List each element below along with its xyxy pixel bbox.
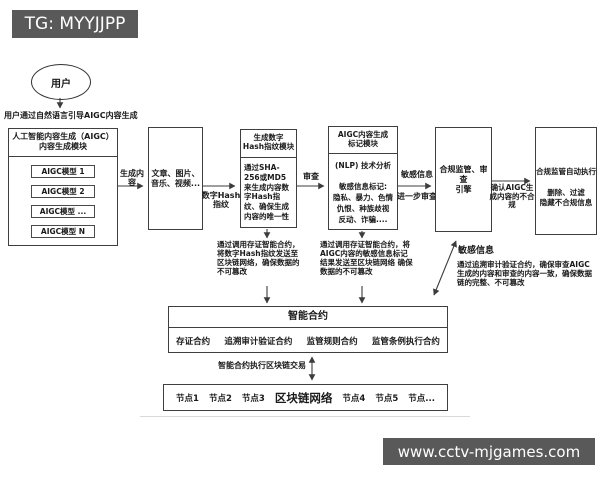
marking-nlp-line: (NLP) 技术分析: [334, 161, 392, 170]
contract-item-storage: 存证合约: [176, 336, 211, 347]
smart-contract-title: 智能合约: [169, 307, 447, 328]
aigc-module-title-line1: 人工智能内容生成（AIGC）: [12, 132, 114, 141]
label-further-review: 进一步审查: [397, 192, 437, 201]
user-caption: 用户通过自然语言引导AIGC内容生成: [4, 111, 138, 120]
user-node: 用户: [31, 64, 91, 100]
smart-contract-items: 存证合约 追溯审计验证合约 监管规则合约 监管条例执行合约: [169, 328, 447, 353]
node-3: 节点3: [241, 393, 265, 404]
label-digital-hash: 数字Hash指纹: [201, 191, 241, 210]
content-types-box: 文章、图片、音乐、视频...: [148, 127, 203, 230]
hash-module-box: 生成数字 Hash指纹模块 通过SHA-256或MD5 来生成内容数字Hash指…: [240, 129, 297, 228]
blockchain-network-title: 区块链网络: [274, 390, 333, 405]
marking-module-title: AIGC内容生成 标记模块: [329, 127, 397, 154]
enforce-line1: 合规监管自动执行: [536, 166, 596, 176]
audit-note-title: 敏感信息: [458, 246, 495, 256]
marking-module-body: (NLP) 技术分析 敏感信息标记: 隐私、暴力、色情 仇恨、种族歧视 反动、诈…: [329, 154, 397, 225]
store-note-right: 通过调用存证智能合约，将AIGC内容的敏感信息标记结果发送至区块链网络 确保数据…: [320, 240, 413, 276]
node-5: 节点5: [375, 393, 399, 404]
hash-module-title-line1: 生成数字: [253, 133, 284, 142]
content-types-text: 文章、图片、音乐、视频...: [150, 168, 201, 188]
marking-mark-line2: 仇恨、种族歧视: [336, 203, 390, 213]
audit-note-body: 通过追溯审计验证合约，确保审查AIGC生成的内容和审查的内容一致，确保数据链的完…: [457, 260, 592, 287]
aigc-model-1: AIGC模型 1: [31, 165, 95, 178]
aigc-model-n: AIGC模型 N: [31, 225, 95, 238]
hash-module-title-line2: Hash指纹模块: [242, 142, 295, 152]
enforce-line3: 隐藏不合规信息: [539, 198, 593, 208]
compliance-enforce-box: 合规监管自动执行 删除、过滤 隐藏不合规信息: [535, 127, 597, 235]
contract-item-audit: 追溯审计验证合约: [224, 336, 293, 347]
compliance-engine-box: 合规监管、审查 引擎: [435, 127, 492, 232]
marking-module-title-line1: AIGC内容生成: [337, 130, 389, 139]
label-sensitive-info: 敏感信息: [401, 170, 433, 179]
label-confirm-noncompliant: 确认AIGC生成内容的不合规: [489, 183, 535, 210]
label-generate-content: 生成内容: [120, 169, 144, 188]
hash-module-body: 通过SHA-256或MD5 来生成内容数字Hash指纹、确保生成内容的唯一性: [244, 163, 289, 221]
smart-contract-box: 智能合约 存证合约 追溯审计验证合约 监管规则合约 监管条例执行合约: [168, 306, 448, 353]
label-contract-tx: 智能合约执行区块链交易: [218, 361, 306, 370]
aigc-model-etc: AIGC模型 ...: [31, 205, 95, 218]
engine-line2: 引擎: [455, 184, 472, 194]
marking-mark-line3: 反动、诈骗....: [338, 214, 388, 224]
aigc-module-title: 人工智能内容生成（AIGC） 内容生成模块: [9, 129, 117, 157]
node-4: 节点4: [342, 393, 366, 404]
marking-mark-line1: 隐私、暴力、色情: [333, 192, 393, 202]
hash-module-title: 生成数字 Hash指纹模块: [241, 130, 296, 158]
contract-item-enforce: 监管条例执行合约: [371, 336, 440, 347]
aigc-module-box: 人工智能内容生成（AIGC） 内容生成模块 AIGC模型 1 AIGC模型 2 …: [8, 128, 118, 246]
store-note-left: 通过调用存证智能合约，将数字Hash指纹发送至区块链网络，确保数据的不可篡改: [217, 240, 300, 276]
enforce-line2: 删除、过滤: [547, 187, 585, 197]
aigc-module-title-line2: 内容生成模块: [39, 142, 87, 151]
node-2: 节点2: [208, 393, 232, 404]
aigc-model-list: AIGC模型 1 AIGC模型 2 AIGC模型 ... AIGC模型 N: [9, 157, 117, 238]
marking-module-title-line2: 标记模块: [348, 139, 378, 149]
label-review: 审查: [303, 172, 319, 181]
telegram-watermark-badge: TG: MYYJJPP: [12, 10, 138, 38]
website-watermark-badge: www.cctv-mjgames.com: [383, 438, 595, 465]
node-1: 节点1: [176, 393, 199, 404]
marking-mark-label: 敏感信息标记:: [339, 181, 387, 191]
contract-item-rules: 监管规则合约: [306, 336, 358, 347]
node-etc: 节点...: [408, 393, 435, 404]
aigc-model-2: AIGC模型 2: [31, 185, 95, 198]
engine-line1: 合规监管、审查: [439, 164, 488, 184]
blockchain-network-box: 节点1 节点2 节点3 区块链网络 节点4 节点5 节点...: [163, 384, 448, 411]
marking-module-box: AIGC内容生成 标记模块 (NLP) 技术分析 敏感信息标记: 隐私、暴力、色…: [328, 126, 398, 230]
